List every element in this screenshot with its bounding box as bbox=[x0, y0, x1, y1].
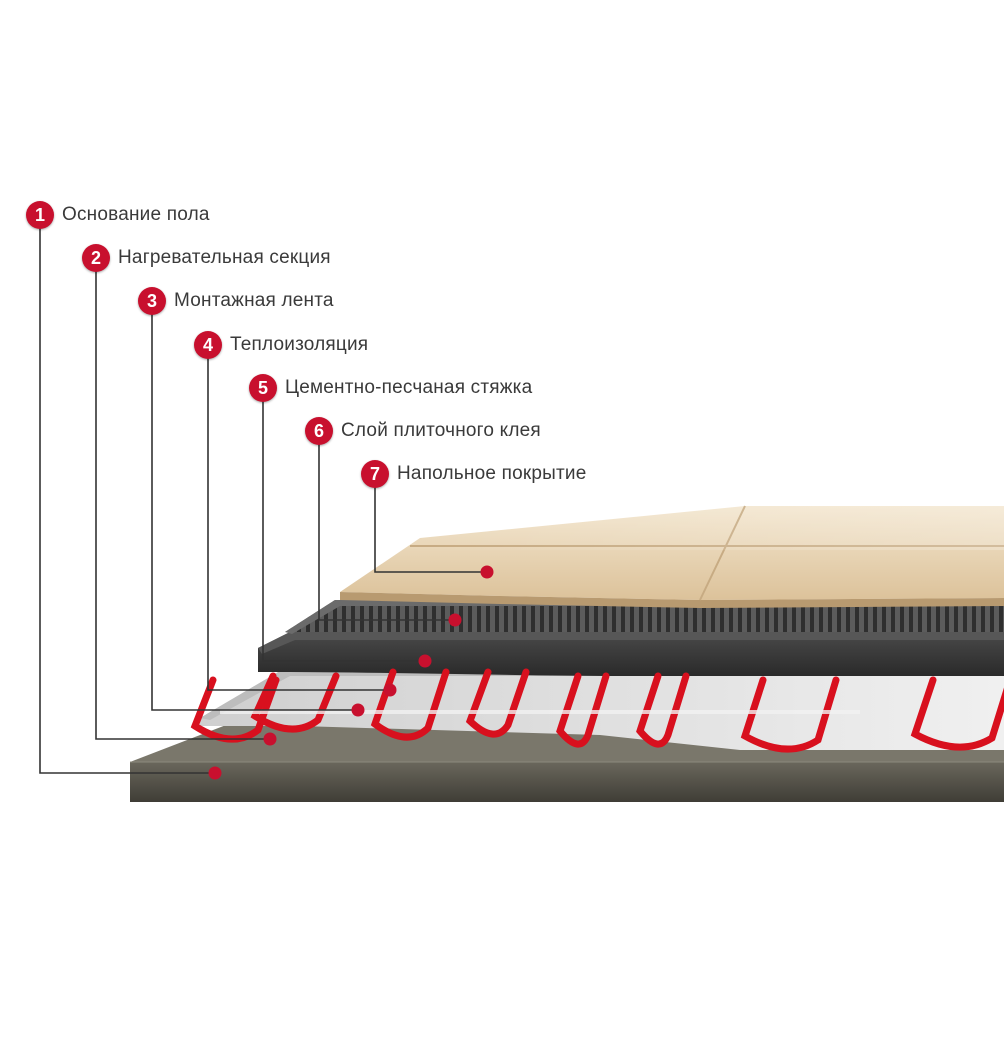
leader-lines bbox=[39, 228, 487, 774]
legend-number-badge: 2 bbox=[82, 244, 110, 272]
floor-covering-layer bbox=[340, 480, 1004, 608]
layer-marker-dot bbox=[480, 565, 494, 579]
leader-markers bbox=[208, 565, 494, 780]
legend-number-badge: 4 bbox=[194, 331, 222, 359]
legend-number-badge: 6 bbox=[305, 417, 333, 445]
legend-label: Основание пола bbox=[62, 204, 210, 225]
legend-label: Нагревательная секция bbox=[118, 247, 331, 268]
heating-cable-loop bbox=[370, 668, 450, 741]
layer-marker-dot bbox=[351, 703, 365, 717]
leader-line-6 bbox=[318, 444, 455, 621]
layer-marker-dot bbox=[383, 683, 397, 697]
legend-label: Теплоизоляция bbox=[230, 334, 369, 355]
legend-item-1: 1 Основание пола bbox=[26, 199, 210, 231]
legend-number-badge: 5 bbox=[249, 374, 277, 402]
legend-label: Монтажная лента bbox=[174, 290, 334, 311]
heating-cable-loop bbox=[740, 676, 840, 753]
legend-item-7: 7 Напольное покрытие bbox=[361, 458, 587, 490]
legend-number-badge: 7 bbox=[361, 460, 389, 488]
heating-cable-loop bbox=[910, 676, 1004, 751]
legend-item-4: 4 Теплоизоляция bbox=[194, 329, 368, 361]
legend-number-badge: 1 bbox=[26, 201, 54, 229]
cement-screed-layer bbox=[258, 632, 1004, 676]
heating-cable-loop bbox=[556, 672, 610, 748]
leader-line-7 bbox=[374, 487, 487, 573]
leader-line-2 bbox=[95, 271, 270, 740]
legend-label: Слой плиточного клея bbox=[341, 420, 541, 441]
heating-cable-loop bbox=[465, 668, 530, 738]
legend-item-6: 6 Слой плиточного клея bbox=[305, 415, 541, 447]
heating-cable-loop bbox=[636, 672, 690, 748]
legend-item-3: 3 Монтажная лента bbox=[138, 285, 334, 317]
heating-cable-loop bbox=[250, 672, 340, 733]
legend-item-2: 2 Нагревательная секция bbox=[82, 242, 331, 274]
legend-label: Цементно-песчаная стяжка bbox=[285, 377, 533, 398]
leader-line-5 bbox=[262, 401, 425, 662]
layer-marker-dot bbox=[448, 613, 462, 627]
leader-line-4 bbox=[207, 358, 390, 691]
layer-marker-dot bbox=[263, 732, 277, 746]
leader-line-3 bbox=[151, 314, 358, 711]
leader-line-1 bbox=[39, 228, 215, 774]
legend-item-5: 5 Цементно-песчаная стяжка bbox=[249, 372, 532, 404]
legend-number-badge: 3 bbox=[138, 287, 166, 315]
legend-label: Напольное покрытие bbox=[397, 463, 587, 484]
layer-marker-dot bbox=[208, 766, 222, 780]
layer-marker-dot bbox=[418, 654, 432, 668]
